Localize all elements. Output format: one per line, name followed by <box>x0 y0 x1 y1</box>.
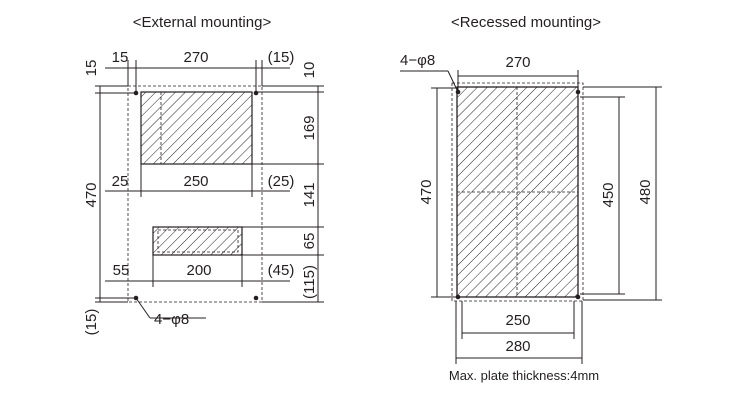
title-external-mounting: <External mounting> <box>133 14 272 31</box>
ext-dim-cutout1-left: 25 <box>112 173 129 190</box>
ext-dim-cutout2-left: 55 <box>113 262 130 279</box>
external-cutout-upper <box>140 91 253 165</box>
rec-dim-bottom-inner: 250 <box>505 312 530 329</box>
title-recessed-mounting: <Recessed mounting> <box>451 14 601 31</box>
ext-dim-cutout1-width: 250 <box>183 173 208 190</box>
recessed-hole-bl <box>455 294 461 300</box>
ext-dim-left-top: 15 <box>83 60 100 77</box>
rec-dim-height-left: 470 <box>418 179 435 204</box>
ext-dim-overall-height: 470 <box>83 182 100 207</box>
rec-dim-bottom-outer: 280 <box>505 338 530 355</box>
rec-dim-height-inner: 450 <box>600 182 617 207</box>
rec-plate-thickness-note: Max. plate thickness:4mm <box>449 368 599 383</box>
rec-dim-top-width: 270 <box>505 54 530 71</box>
ext-hole-callout: 4−φ8 <box>154 311 189 328</box>
ext-dim-cutout2-width: 200 <box>186 262 211 279</box>
ext-dim-cutout1-right: (25) <box>268 173 295 190</box>
ext-dim-cutout1-height: 169 <box>301 115 318 140</box>
external-cutout-lower-inner <box>157 229 239 253</box>
recessed-hole-br <box>575 294 581 300</box>
rec-dim-height-outer: 480 <box>637 179 654 204</box>
recessed-outer-outline <box>451 82 584 302</box>
external-plate-outline <box>127 85 263 303</box>
ext-dim-gap-height: 141 <box>301 182 318 207</box>
recessed-mounting-drawing: 4−φ8 270 470 450 480 250 280 Max. plate <box>400 52 662 383</box>
ext-dim-bottom-left: (15) <box>83 309 100 336</box>
external-mounting-drawing: 15 270 (15) 15 470 (15) 10 169 141 65 (1… <box>83 49 324 335</box>
ext-dim-cutout2-right: (45) <box>268 262 295 279</box>
ext-dim-top-left: 15 <box>112 49 129 66</box>
ext-dim-bottom-right: (115) <box>301 265 318 299</box>
ext-dim-top-right: (15) <box>268 49 295 66</box>
external-cutout-lower <box>152 226 243 256</box>
ext-dim-top-width: 270 <box>183 49 208 66</box>
ext-dim-right-top: 10 <box>301 62 318 79</box>
rec-hole-callout: 4−φ8 <box>400 52 435 69</box>
external-hole-br <box>253 295 259 301</box>
ext-dim-cutout2-height: 65 <box>301 233 318 250</box>
